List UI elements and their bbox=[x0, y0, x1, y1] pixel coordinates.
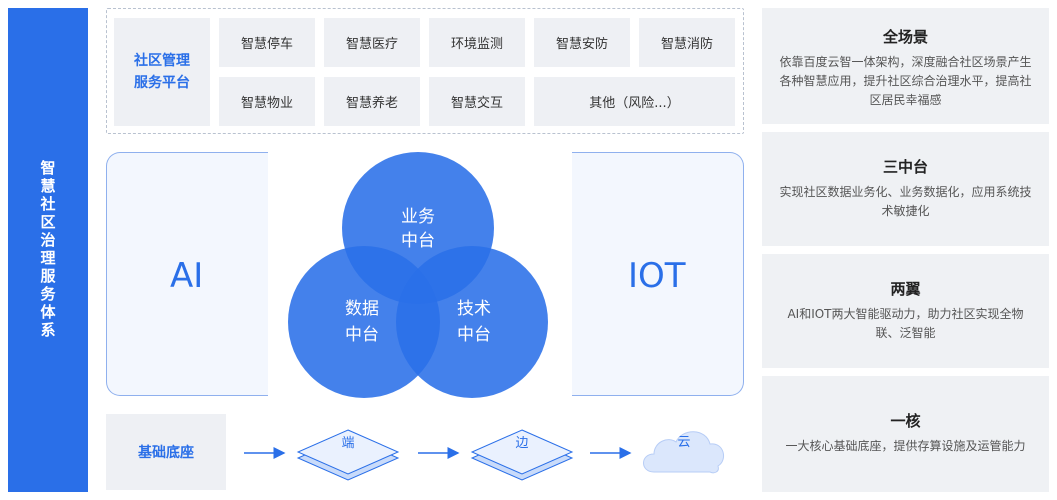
venn-left-line1: 数据 bbox=[345, 299, 379, 319]
cloud-label: 云 bbox=[677, 435, 690, 450]
ai-wing bbox=[106, 152, 268, 396]
cloud-icon[interactable]: 云 bbox=[643, 431, 725, 474]
card-desc: 实现社区数据业务化、业务数据化，应用系统技术敏捷化 bbox=[779, 185, 1032, 218]
scenario-label: 智慧停车 bbox=[240, 37, 293, 52]
scenario-tile[interactable]: 智慧医疗 bbox=[324, 18, 420, 67]
ai-label: AI bbox=[170, 256, 204, 296]
scenario-tile[interactable]: 环境监测 bbox=[429, 18, 525, 67]
card-three-platforms: 三中台 实现社区数据业务化、业务数据化，应用系统技术敏捷化 bbox=[762, 132, 1049, 246]
card-one-core: 一核 一大核心基础底座，提供存算设施及运管能力 bbox=[762, 376, 1049, 492]
scenario-label: 智慧养老 bbox=[345, 96, 398, 111]
base-tile[interactable]: 基础底座 bbox=[106, 414, 226, 490]
iot-wing bbox=[572, 152, 744, 396]
base-flow: 端 边 云 bbox=[244, 429, 725, 481]
tech-middle-circle[interactable] bbox=[396, 246, 548, 398]
edge-node-label: 边 bbox=[515, 436, 528, 451]
card-title: 三中台 bbox=[882, 158, 928, 176]
venn-left-line2: 中台 bbox=[345, 325, 379, 345]
scenario-tile[interactable]: 智慧养老 bbox=[324, 77, 420, 126]
edge-device-diamond[interactable]: 端 bbox=[296, 429, 400, 481]
scenario-tile[interactable]: 智慧消防 bbox=[639, 18, 735, 67]
edge-device-label: 端 bbox=[341, 436, 354, 451]
scenario-tile[interactable]: 智慧安防 bbox=[534, 18, 630, 67]
platform-line2: 服务平台 bbox=[134, 75, 190, 91]
scenario-label: 智慧医疗 bbox=[345, 37, 398, 52]
scenario-label: 智慧交互 bbox=[450, 96, 503, 111]
scenario-tile[interactable]: 智慧物业 bbox=[219, 77, 315, 126]
scenario-label: 智慧安防 bbox=[555, 37, 608, 52]
banner-title: 智慧社区治理服务体系 bbox=[38, 160, 57, 340]
venn-top-line1: 业务 bbox=[401, 207, 435, 227]
scenario-label: 其他（风险...） bbox=[589, 96, 680, 111]
card-desc: 依靠百度云智一体架构，深度融合社区场景产生各种智慧应用，提升社区综合治理水平，提… bbox=[779, 55, 1032, 107]
iot-label: IOT bbox=[628, 256, 686, 296]
data-middle-circle[interactable] bbox=[288, 246, 440, 398]
base-label: 基础底座 bbox=[138, 445, 194, 461]
platform-tile[interactable]: 社区管理 服务平台 bbox=[114, 18, 210, 126]
card-title: 全场景 bbox=[882, 28, 928, 46]
scenario-label: 智慧消防 bbox=[660, 37, 713, 52]
scenario-label: 智慧物业 bbox=[240, 96, 293, 111]
scenario-panel bbox=[106, 8, 744, 134]
card-desc: AI和IOT两大智能驱动力，助力社区实现全物联、泛智能 bbox=[787, 307, 1024, 340]
platform-line1: 社区管理 bbox=[134, 53, 190, 69]
scenario-tile[interactable]: 智慧交互 bbox=[429, 77, 525, 126]
card-title: 一核 bbox=[890, 412, 921, 430]
edge-node-diamond[interactable]: 边 bbox=[470, 429, 574, 481]
scenario-tile[interactable]: 其他（风险...） bbox=[534, 77, 735, 126]
card-full-scene: 全场景 依靠百度云智一体架构，深度融合社区场景产生各种智慧应用，提升社区综合治理… bbox=[762, 8, 1049, 124]
card-desc: 一大核心基础底座，提供存算设施及运管能力 bbox=[785, 439, 1026, 453]
venn-right-line2: 中台 bbox=[457, 325, 491, 345]
venn-top-line2: 中台 bbox=[401, 231, 435, 251]
card-two-wings: 两翼 AI和IOT两大智能驱动力，助力社区实现全物联、泛智能 bbox=[762, 254, 1049, 368]
card-title: 两翼 bbox=[890, 280, 921, 298]
left-banner: 智慧社区治理服务体系 bbox=[8, 8, 88, 492]
scenario-tile[interactable]: 智慧停车 bbox=[219, 18, 315, 67]
scenario-label: 环境监测 bbox=[450, 37, 503, 52]
venn-right-line1: 技术 bbox=[457, 299, 491, 319]
venn-diagram: 业务 中台 数据 中台 技术 中台 bbox=[288, 152, 548, 398]
